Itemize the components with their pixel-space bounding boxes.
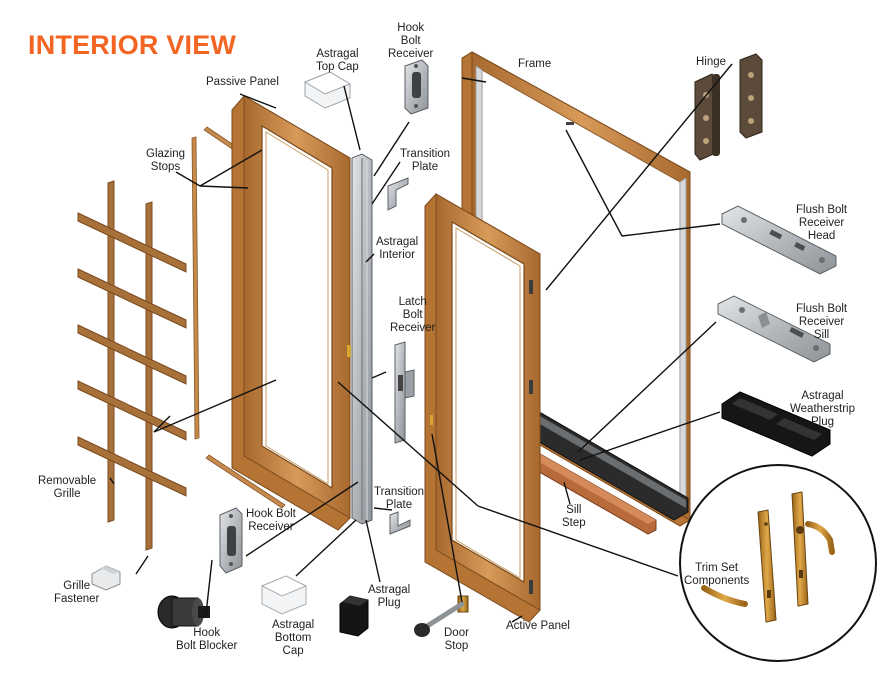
hook-bolt-receiver-bottom (219, 507, 243, 574)
flush-bolt-receiver-head (721, 205, 837, 275)
label-passive-panel: Passive Panel (206, 76, 279, 88)
label-hinge: Hinge (696, 56, 727, 68)
door-stop (414, 595, 469, 637)
astragal-interior (351, 153, 373, 525)
hook-bolt-receiver-top (404, 59, 429, 115)
astragal-weatherstrip-plug (721, 391, 831, 457)
transition-plate-top (387, 177, 409, 211)
active-panel (424, 193, 541, 623)
astragal-bottom-cap (260, 575, 308, 615)
label-active-panel: Active Panel (506, 620, 570, 632)
transition-plate-bottom (389, 511, 411, 535)
flush-bolt-receiver-sill (717, 295, 831, 363)
hinge (694, 53, 763, 161)
leader-lines (109, 63, 733, 623)
astragal-plug (339, 595, 369, 637)
label-frame: Frame (518, 58, 552, 70)
grille-fastener (91, 565, 121, 591)
passive-panel (231, 95, 351, 531)
latch-bolt-receiver (394, 341, 415, 444)
diagram-title: INTERIOR VIEW (28, 30, 237, 60)
removable-grille (77, 180, 187, 551)
astragal-top-cap (303, 71, 352, 109)
trim-set-components (679, 464, 877, 662)
hook-bolt-blocker (157, 595, 210, 629)
